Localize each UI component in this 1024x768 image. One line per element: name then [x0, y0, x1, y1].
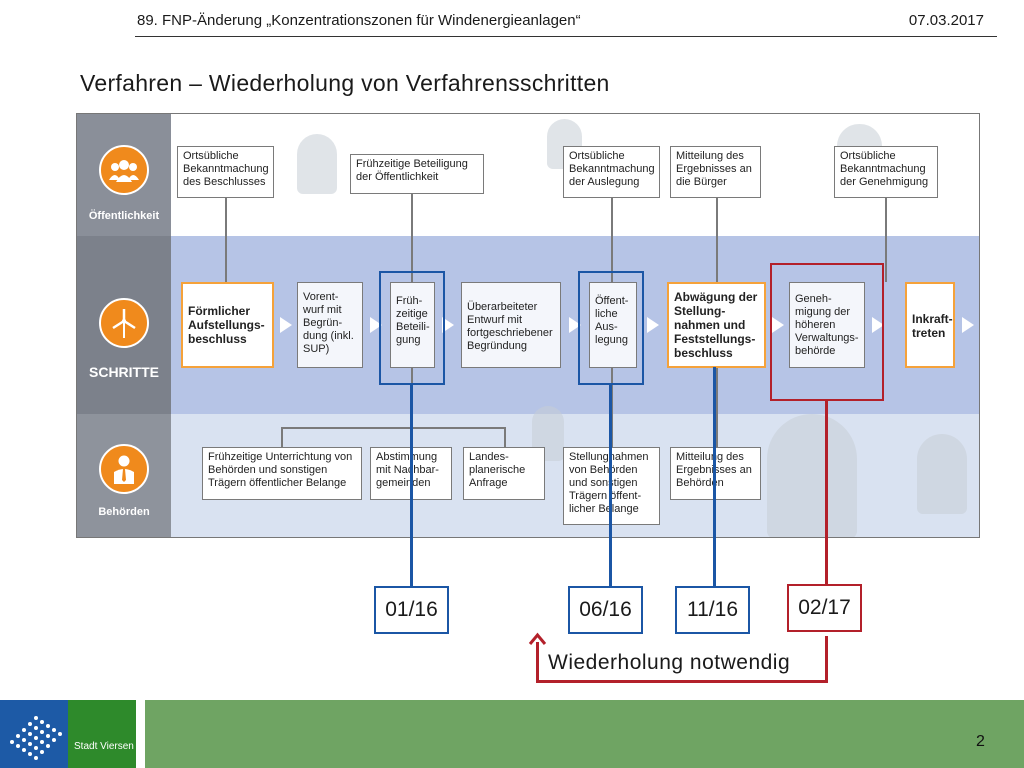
- flow-arrow: [962, 317, 974, 333]
- connector: [225, 198, 227, 282]
- flow-arrow: [280, 317, 292, 333]
- authority-box-state-planning: Landes-planerische Anfrage: [463, 447, 545, 500]
- connector: [411, 194, 413, 282]
- people-silhouette: [297, 134, 337, 194]
- date-connector: [713, 367, 716, 586]
- lane-public: Öffentlichkeit: [77, 114, 171, 236]
- footer-brand-block: [68, 700, 136, 768]
- date-box-approval: 02/17: [787, 584, 862, 632]
- lane-steps-label: SCHRITTE: [89, 364, 159, 380]
- date-connector: [825, 400, 828, 586]
- connector: [504, 427, 506, 447]
- step-approval: Geneh-migung der höheren Verwaltungs-beh…: [789, 282, 865, 368]
- repeat-line-right: [825, 636, 828, 682]
- public-box-result-citizens: Mitteilung des Ergebnisses an die Bürger: [670, 146, 761, 198]
- step-weighing-resolution: Abwägung der Stellung-nahmen und Festste…: [667, 282, 766, 368]
- connector: [716, 198, 718, 282]
- repeat-line-left: [536, 642, 539, 683]
- step-early-participation: Früh-zeitige Beteili-gung: [390, 282, 435, 368]
- city-logo: [0, 700, 68, 768]
- step-preliminary-draft: Vorent-wurf mit Begrün-dung (inkl. SUP): [297, 282, 363, 368]
- public-box-early-participation: Frühzeitige Beteiligung der Öffentlichke…: [350, 154, 484, 194]
- logo-dots-icon: [10, 716, 62, 760]
- connector: [611, 198, 613, 282]
- date-connector: [609, 384, 612, 586]
- connector: [281, 427, 505, 429]
- arrow-up-icon: [528, 632, 547, 645]
- lane-steps: SCHRITTE: [77, 236, 171, 414]
- date-box-weighing: 11/16: [675, 586, 750, 634]
- highlight-early-participation: [379, 271, 445, 385]
- footer-city-name: Stadt Viersen: [74, 741, 134, 752]
- authority-box-early-information: Frühzeitige Unterrichtung von Behörden u…: [202, 447, 362, 500]
- flow-arrow: [442, 317, 454, 333]
- step-formal-resolution: Förmlicher Aufstellungs-beschluss: [181, 282, 274, 368]
- authority-box-neighbour-coordination: Abstimmung mit Nachbar-gemeinden: [370, 447, 452, 500]
- lane-authorities: Behörden: [77, 414, 171, 537]
- process-diagram: Öffentlichkeit SCHRITTE Behörden Ortsübl…: [76, 113, 980, 538]
- date-box-public-display: 06/16: [568, 586, 643, 634]
- repeat-line-bottom: [536, 680, 828, 683]
- wind-turbine-icon: [99, 298, 149, 348]
- presentation-title: 89. FNP-Änderung „Konzentrationszonen fü…: [137, 12, 581, 29]
- page-number: 2: [976, 733, 985, 750]
- public-box-announcement-resolution: Ortsübliche Bekanntmachung des Beschluss…: [177, 146, 274, 198]
- date-connector: [410, 384, 413, 586]
- lane-authorities-label: Behörden: [98, 506, 150, 518]
- header-divider: [135, 36, 997, 37]
- businessman-icon: [99, 444, 149, 494]
- flow-arrow: [647, 317, 659, 333]
- flow-arrow: [872, 317, 884, 333]
- connector: [281, 427, 283, 447]
- date-box-early-participation: 01/16: [374, 586, 449, 634]
- public-box-announcement-approval: Ortsübliche Bekanntmachung der Genehmigu…: [834, 146, 938, 198]
- highlight-approval: [770, 263, 884, 401]
- step-effective: Inkraft-treten: [905, 282, 955, 368]
- presentation-date: 07.03.2017: [908, 12, 984, 29]
- lane-public-label: Öffentlichkeit: [88, 210, 160, 222]
- repeat-label: Wiederholung notwendig: [548, 651, 791, 674]
- public-box-announcement-display: Ortsübliche Bekanntmachung der Auslegung: [563, 146, 660, 198]
- person-silhouette: [767, 414, 857, 537]
- connector: [611, 368, 613, 447]
- connector: [885, 198, 887, 282]
- step-public-display: Öffent-liche Aus-legung: [589, 282, 637, 368]
- people-icon: [99, 145, 149, 195]
- footer-bar: [145, 700, 1024, 768]
- slide-title: Verfahren – Wiederholung von Verfahrenss…: [80, 70, 610, 96]
- person-silhouette: [917, 434, 967, 514]
- connector: [716, 368, 718, 447]
- flow-arrow: [772, 317, 784, 333]
- highlight-public-display: [578, 271, 644, 385]
- step-revised-draft: Überarbeiteter Entwurf mit fortgeschrieb…: [461, 282, 561, 368]
